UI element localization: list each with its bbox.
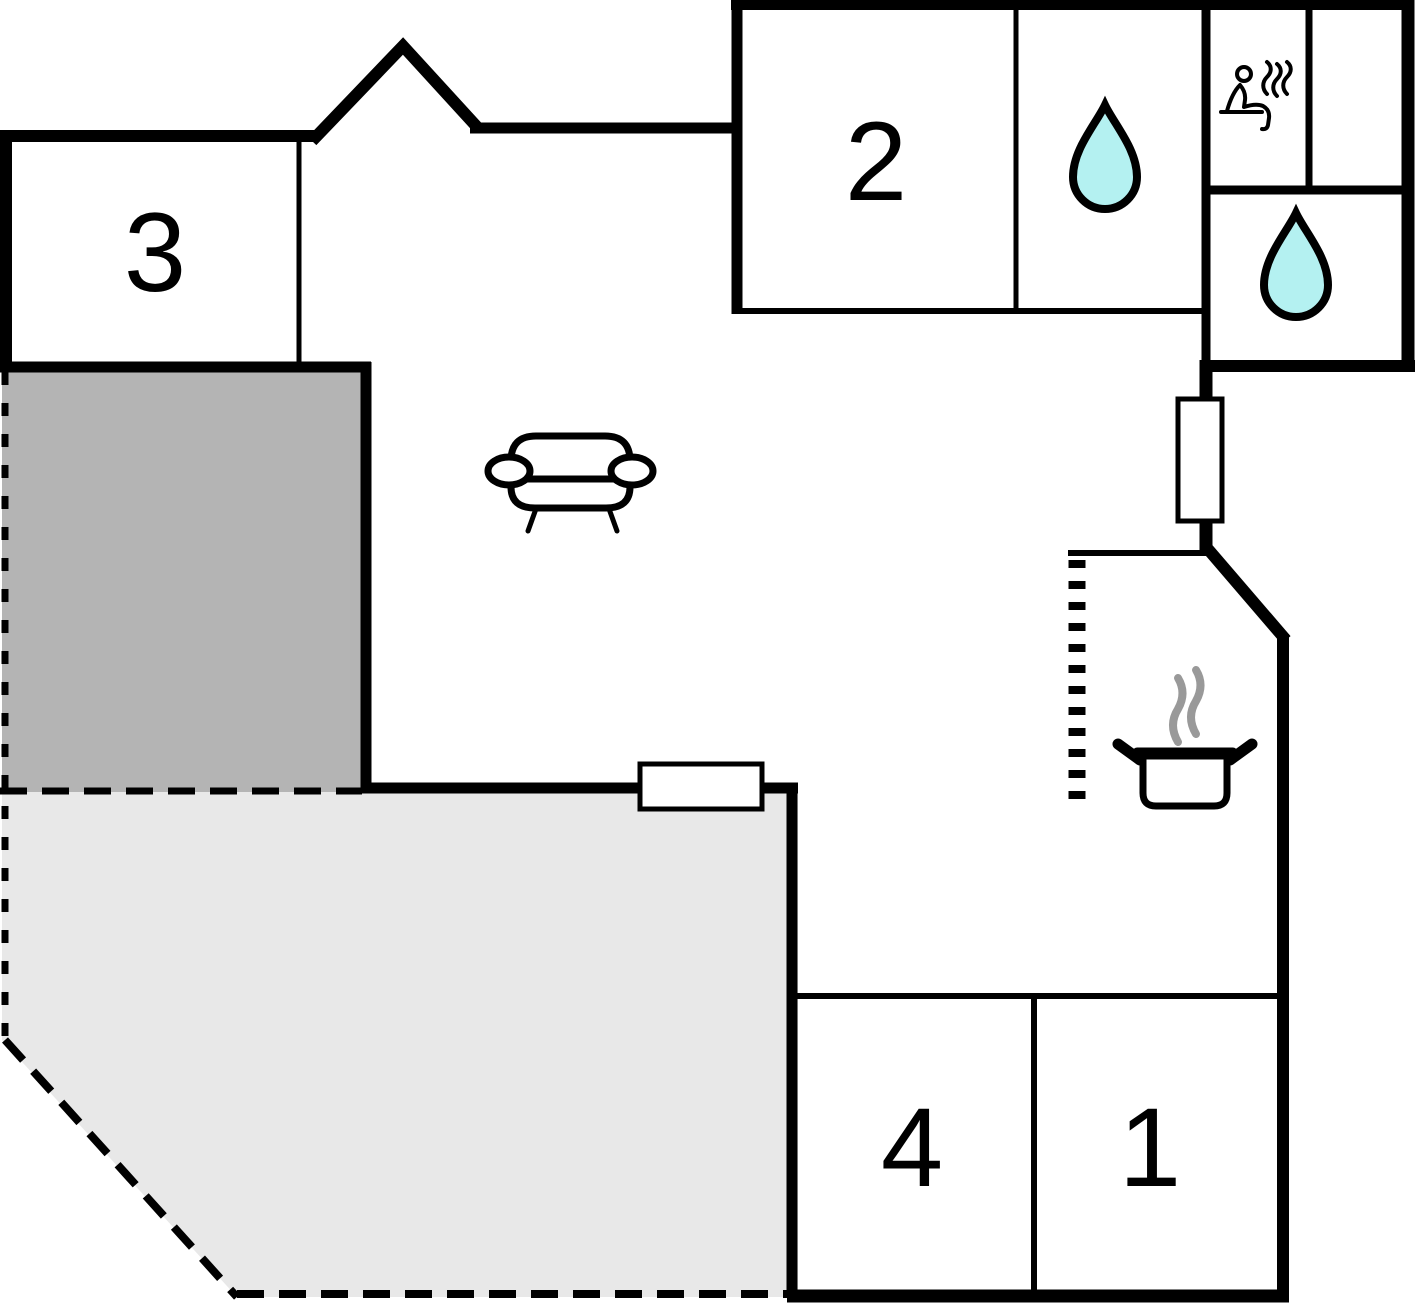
room-2-label: 2 [845,99,907,224]
outer-wall-gable [307,37,483,146]
pot-handle-right [1224,738,1258,766]
dashed-boundaries [0,372,1086,1300]
pot-body [1139,752,1231,810]
sauna-steam-2 [1271,62,1283,98]
open-terrace-area [2,792,798,1297]
sauna-steam-1 [1261,60,1273,96]
water-drop-icon-upper [1068,95,1142,213]
room-4-label: 4 [881,1085,943,1210]
sauna-person-head [1235,65,1253,83]
window-symbol-terrace [637,761,765,812]
window-symbol-right [1175,396,1225,524]
pot-steam-1 [1169,674,1187,746]
kitchen-diagonal-wall [1202,544,1291,644]
pot-steam-2 [1187,666,1205,738]
pot-handle-left [1112,738,1146,766]
sauna-person-body [1225,83,1272,132]
sofa-back [507,432,634,484]
sofa-armrest-right [607,453,657,489]
sofa-icon [484,432,657,534]
room-1-label: 1 [1119,1085,1181,1210]
covered-terrace-area [2,367,368,792]
room-3-label: 3 [124,190,186,315]
water-drop-icon-lower [1259,203,1333,321]
sofa-seat [507,475,634,512]
sauna-icon [1219,60,1293,132]
terrace-dashed-edge-diagonal [2,1037,240,1300]
cooking-pot-icon [1112,666,1258,810]
sauna-steam-3 [1281,60,1293,96]
sofa-armrest-left [484,453,534,489]
